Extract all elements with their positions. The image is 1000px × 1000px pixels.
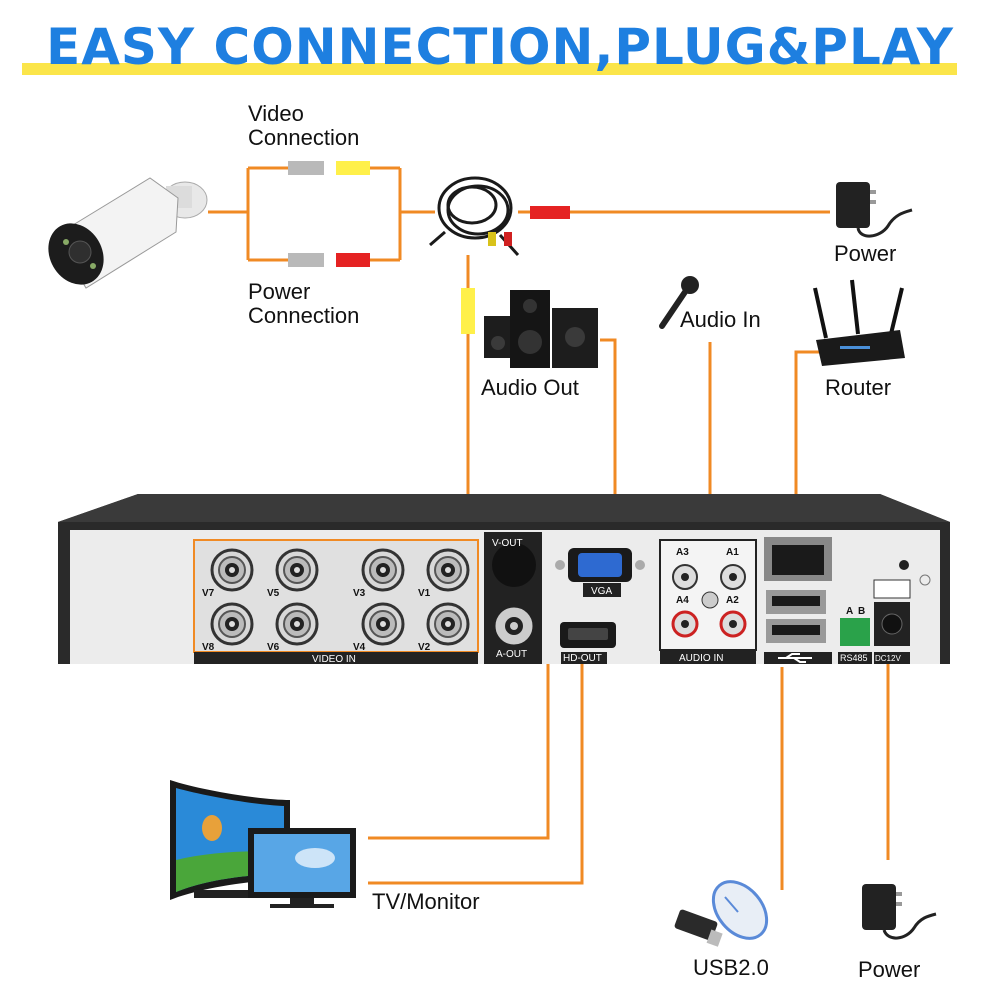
power-label-bottom: Power: [858, 957, 921, 982]
power-adapter-icon-bottom: [862, 884, 937, 940]
audio-in-label-top: Audio In: [680, 307, 761, 332]
audio-out-label: Audio Out: [481, 375, 579, 400]
video-in-port-label: V3: [353, 588, 366, 599]
rs485-a: A: [846, 606, 853, 617]
power-connection-label: Power Connection: [248, 279, 360, 328]
video-in-port-label: V7: [202, 588, 215, 599]
a-out-connector: [492, 604, 536, 648]
page-title: EASY CONNECTION,PLUG&PLAY: [46, 18, 954, 76]
bnc-connector-v4: [361, 602, 405, 646]
audio-in-rca: [671, 564, 747, 638]
power-connector-red: [336, 253, 370, 267]
bnc-connector-v2: [426, 602, 470, 646]
bnc-connector-v1: [426, 548, 470, 592]
monitor-icon: [170, 780, 356, 908]
usb-stick-icon: [674, 909, 723, 947]
speaker-icon: [484, 290, 598, 368]
bnc-connector-v6: [275, 602, 319, 646]
power-label-top: Power: [834, 241, 897, 266]
video-in-port-label: V5: [267, 588, 280, 599]
video-in-label: VIDEO IN: [312, 654, 356, 665]
video-in-port-label: V1: [418, 588, 431, 599]
usb-symbol-icon: [778, 653, 812, 663]
video-in-port-label: V6: [267, 642, 280, 653]
a-out-label: A-OUT: [496, 649, 527, 660]
bnc-connector-v3: [361, 548, 405, 592]
video-in-port-label: V2: [418, 642, 431, 653]
cable-icon: [429, 176, 520, 257]
dc-label: DC12V: [875, 654, 901, 663]
mouse-icon: [711, 880, 769, 940]
video-in-port-label: V4: [353, 642, 366, 653]
camera-icon: [48, 177, 208, 289]
rs485-label: RS485: [840, 653, 868, 663]
audio-in-a4: A4: [676, 595, 689, 606]
router-icon: [813, 279, 905, 366]
audio-in-label: AUDIO IN: [679, 653, 723, 664]
rs485-b: B: [858, 606, 865, 617]
bnc-connector-v7: [210, 548, 254, 592]
hd-out-label: HD-OUT: [563, 653, 602, 664]
audio-in-a1: A1: [726, 547, 739, 558]
title-underline: [22, 63, 957, 75]
power-adapter-icon: [836, 182, 913, 238]
video-in-port-label: V8: [202, 642, 215, 653]
microphone-icon: [659, 276, 699, 329]
tv-monitor-label: TV/Monitor: [372, 889, 480, 914]
video-connection-label: Video Connection: [248, 101, 360, 150]
power-line-marker: [530, 206, 570, 219]
bnc-connector-v5: [275, 548, 319, 592]
v-out-label: V-OUT: [492, 538, 523, 549]
video-connector-yellow: [336, 161, 370, 175]
video-connector-grey: [288, 161, 324, 175]
bnc-connector-v8: [210, 602, 254, 646]
video-line-marker: [461, 288, 475, 334]
usb-label: USB2.0: [693, 955, 769, 980]
video-in-connectors: [210, 548, 470, 646]
router-label: Router: [825, 375, 892, 400]
audio-in-a3: A3: [676, 547, 689, 558]
power-connector-grey: [288, 253, 324, 267]
vga-label: VGA: [591, 586, 612, 597]
audio-in-a2: A2: [726, 595, 739, 606]
